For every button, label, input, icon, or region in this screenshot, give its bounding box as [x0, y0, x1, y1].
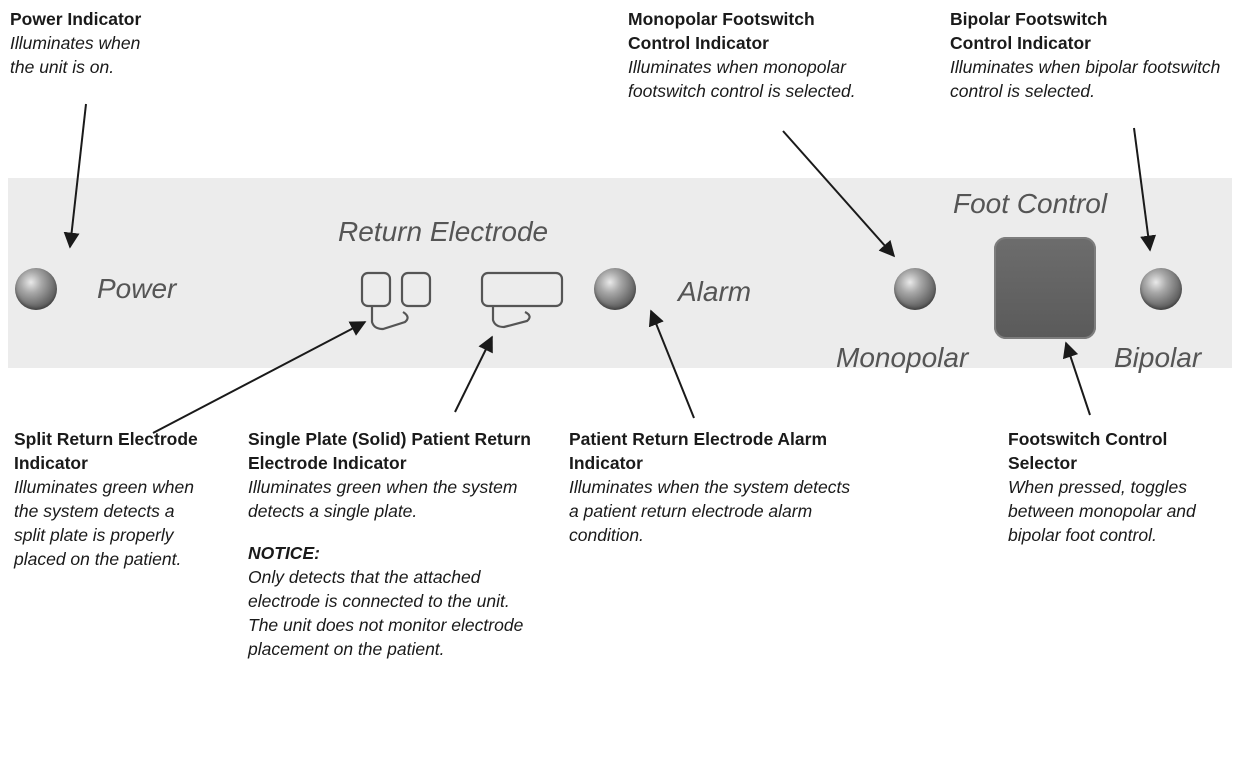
monopolar-callout: Monopolar Footswitch Control Indicator I…	[628, 7, 918, 103]
power-callout: Power Indicator Illuminates when the uni…	[10, 7, 220, 79]
selector-callout-title: Footswitch Control Selector	[1008, 429, 1168, 473]
selector-callout: Footswitch Control Selector When pressed…	[1008, 427, 1234, 547]
single-plate-callout-title: Single Plate (Solid) Patient Return Elec…	[248, 429, 531, 473]
power-arrow	[63, 103, 87, 249]
split-callout-title: Split Return Electrode Indicator	[14, 429, 198, 473]
bipolar-label: Bipolar	[1114, 342, 1202, 373]
monopolar-callout-desc: Illuminates when monopolar footswitch co…	[628, 57, 856, 101]
monopolar-callout-title: Monopolar Footswitch Control Indicator	[628, 9, 815, 53]
selector-arrow	[1062, 341, 1091, 416]
power-indicator-light	[15, 268, 57, 310]
notice-title: NOTICE:	[248, 543, 320, 563]
return-electrode-label: Return Electrode	[338, 216, 549, 247]
split-callout-desc: Illuminates green when the system detect…	[14, 477, 194, 569]
power-callout-title: Power Indicator	[10, 9, 142, 29]
bipolar-indicator-light	[1140, 268, 1182, 310]
split-electrode-icon	[360, 271, 432, 331]
split-arrow	[152, 321, 367, 434]
single-plate-callout-desc: Illuminates green when the system detect…	[248, 477, 518, 521]
power-callout-desc: Illuminates when the unit is on.	[10, 33, 141, 77]
foot-control-label: Foot Control	[953, 188, 1108, 219]
split-callout: Split Return Electrode Indicator Illumin…	[14, 427, 204, 571]
single-plate-electrode-icon	[480, 271, 564, 329]
bipolar-callout-desc: Illuminates when bipolar footswitch cont…	[950, 57, 1221, 101]
monopolar-arrow	[782, 130, 896, 258]
alarm-callout: Patient Return Electrode Alarm Indicator…	[569, 427, 854, 547]
footswitch-selector-button[interactable]	[994, 237, 1096, 339]
bipolar-callout: Bipolar Footswitch Control Indicator Ill…	[950, 7, 1232, 103]
power-label: Power	[97, 273, 177, 304]
monopolar-indicator-light	[894, 268, 936, 310]
selector-callout-desc: When pressed, toggles between monopolar …	[1008, 477, 1196, 545]
notice-text: Only detects that the attached electrode…	[248, 567, 524, 659]
alarm-indicator-light	[594, 268, 636, 310]
alarm-callout-title: Patient Return Electrode Alarm Indicator	[569, 429, 828, 473]
monopolar-label: Monopolar	[836, 342, 969, 373]
alarm-arrow	[648, 309, 695, 419]
bipolar-arrow	[1133, 127, 1157, 252]
alarm-callout-desc: Illuminates when the system detects a pa…	[569, 477, 851, 545]
single-plate-callout: Single Plate (Solid) Patient Return Elec…	[248, 427, 533, 661]
bipolar-callout-title: Bipolar Footswitch Control Indicator	[950, 9, 1108, 53]
single-plate-arrow	[454, 335, 493, 413]
alarm-label: Alarm	[678, 276, 752, 307]
